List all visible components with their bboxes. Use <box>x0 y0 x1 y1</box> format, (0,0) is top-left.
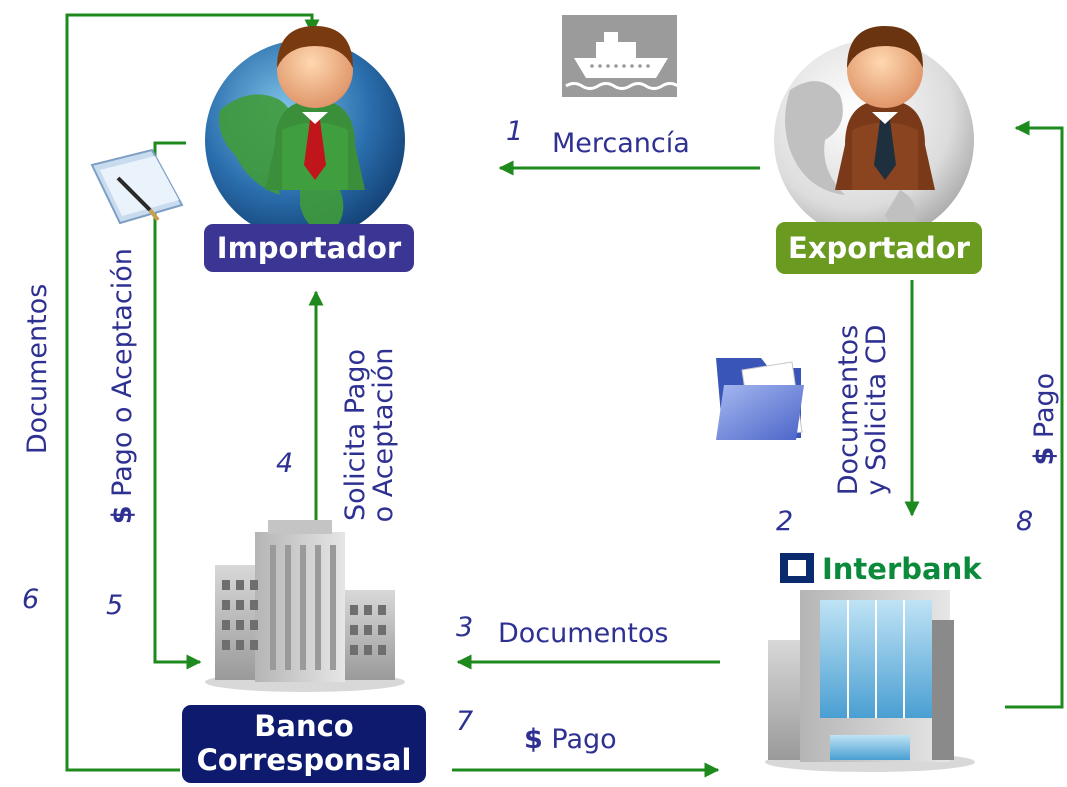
interbank-brand: Interbank <box>822 552 982 586</box>
arrow-payment-acceptance <box>153 141 202 670</box>
payment-text-8: Pago <box>1028 372 1060 447</box>
step-number-2: 2 <box>776 506 794 537</box>
flow-label-payment-8: $ Pago <box>1028 364 1060 474</box>
arrow-documents-to-importer <box>65 13 320 772</box>
request-payment-line1: Solicita Pago <box>340 349 371 521</box>
flow-label-documents-request-2: Documentos y Solicita CD <box>833 310 897 510</box>
importer-globe-person-icon <box>205 26 405 240</box>
interbank-building-icon <box>765 590 975 772</box>
exporter-label: Exportador <box>776 222 982 274</box>
step-number-5: 5 <box>106 590 124 621</box>
step-number-4: 4 <box>276 448 294 479</box>
notepad-pen-icon <box>90 148 184 225</box>
payment-text-7: Pago <box>542 724 617 755</box>
flow-label-documents-3: Documentos <box>498 618 669 649</box>
flow-label-request-payment-4: Solicita Pago o Aceptación <box>340 320 404 550</box>
dollar-symbol-8: $ <box>1028 446 1060 466</box>
payment-acceptance-text-5: Pago o Aceptación <box>106 248 138 506</box>
flow-label-merchandise: Mercancía <box>552 128 690 159</box>
step-number-8: 8 <box>1016 506 1034 537</box>
step-number-6: 6 <box>22 584 40 615</box>
flow-label-documents-6: Documentos <box>21 283 53 455</box>
importer-label: Importador <box>204 224 414 272</box>
flow-label-payment-acceptance-5: $ Pago o Aceptación <box>106 221 138 551</box>
step-number-3: 3 <box>456 612 474 643</box>
dollar-symbol-5: $ <box>106 505 138 525</box>
folder-icon <box>716 358 804 440</box>
exporter-globe-person-icon <box>774 26 974 240</box>
correspondent-bank-building-icon <box>205 520 405 692</box>
correspondent-bank-line2: Corresponsal <box>196 743 412 777</box>
correspondent-bank-line1: Banco <box>254 709 354 743</box>
flow-label-payment-7: $ Pago <box>524 726 617 753</box>
interbank-logo-icon <box>780 553 814 583</box>
documents-request-line2: y Solicita CD <box>861 324 893 496</box>
request-payment-line2: o Aceptación <box>368 347 400 523</box>
documents-request-line1: Documentos <box>833 324 864 496</box>
step-number-1: 1 <box>506 116 524 147</box>
dollar-symbol-7: $ <box>524 724 543 755</box>
step-number-7: 7 <box>456 706 474 737</box>
correspondent-bank-label: Banco Corresponsal <box>182 705 426 783</box>
ship-icon <box>562 15 679 97</box>
arrow-payment-to-exporter <box>1005 120 1064 709</box>
